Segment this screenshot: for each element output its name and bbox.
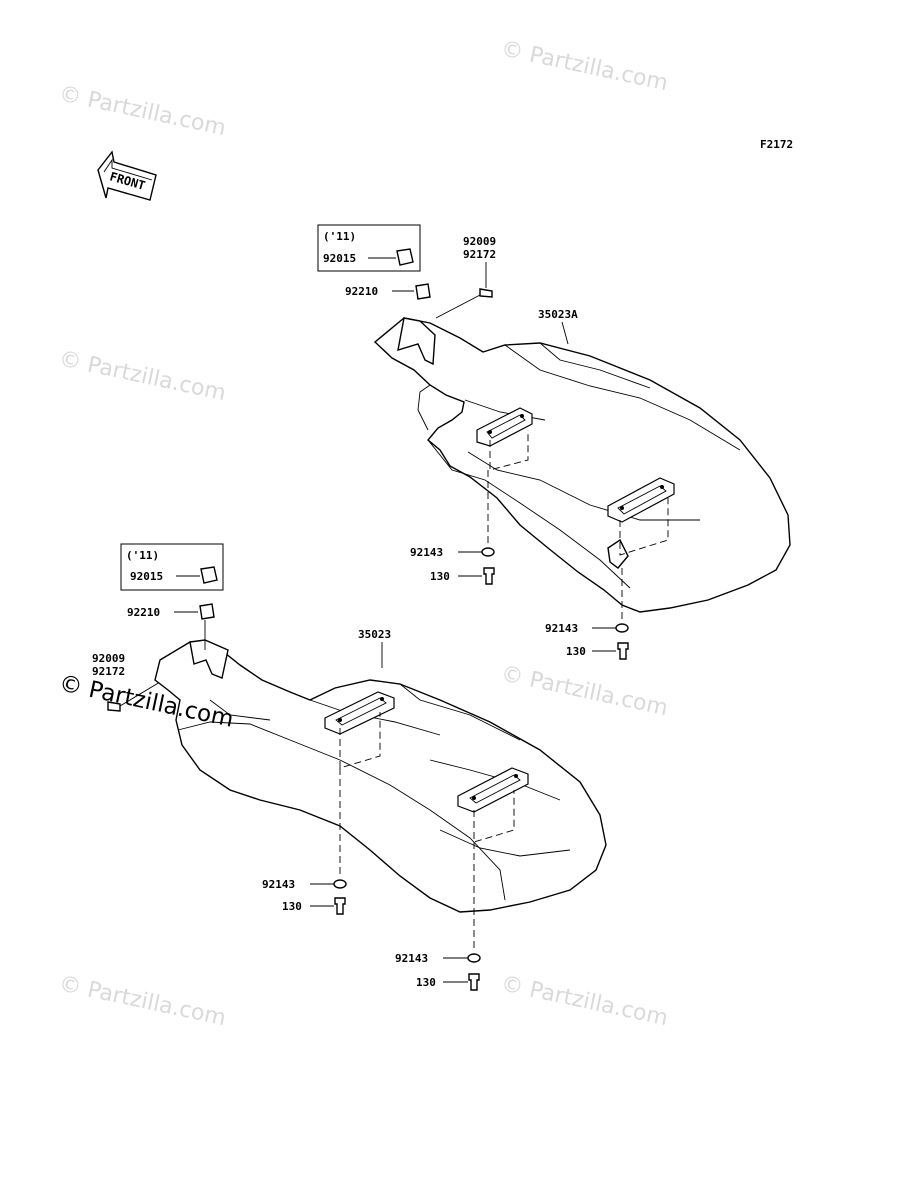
lower-washer-label-2: 92143 — [395, 952, 428, 965]
lower-year-box: ('11) 92015 — [120, 543, 224, 591]
upper-clip-label: 92210 — [345, 285, 378, 298]
lower-part-label: 35023 — [358, 628, 391, 641]
watermark-5: © Partzilla.com — [499, 661, 670, 721]
lower-year-label: ('11) — [126, 549, 159, 562]
lower-fender-body — [154, 641, 607, 913]
upper-bolt-label-1: 92009 — [463, 235, 496, 248]
lower-washer-label-1: 92143 — [262, 878, 295, 891]
upper-year-label: ('11) — [323, 230, 356, 243]
front-arrow-icon: FRONT — [97, 150, 157, 201]
upper-washer-label-2: 92143 — [545, 622, 578, 635]
upper-screw-label-2: 130 — [566, 645, 586, 658]
lower-fender-assembly: ('11) 92015 92210 92009 92172 — [92, 543, 607, 991]
upper-year-box: ('11) 92015 — [317, 224, 421, 272]
lower-year-part-label: 92015 — [130, 570, 163, 583]
lower-bolt-label-2: 92172 — [92, 665, 125, 678]
upper-bolt-label-2: 92172 — [463, 248, 496, 261]
upper-pad-rear — [607, 477, 675, 523]
upper-year-part-label: 92015 — [323, 252, 356, 265]
watermark-2: © Partzilla.com — [499, 36, 670, 96]
upper-fender-body — [373, 317, 791, 613]
upper-part-label: 35023A — [538, 308, 578, 321]
upper-pad-front — [476, 407, 533, 447]
upper-fender-assembly: ('11) 92015 92210 92009 92172 — [317, 224, 791, 660]
watermark-1: © Partzilla.com — [57, 81, 228, 141]
lower-screw-label-2: 130 — [416, 976, 436, 989]
upper-screw-label-1: 130 — [430, 570, 450, 583]
diagram-code: F2172 — [760, 138, 793, 151]
lower-clip-label: 92210 — [127, 606, 160, 619]
watermark-3: © Partzilla.com — [57, 346, 228, 406]
watermark-6: © Partzilla.com — [57, 971, 228, 1031]
lower-bolt-label-1: 92009 — [92, 652, 125, 665]
upper-washer-label-1: 92143 — [410, 546, 443, 559]
lower-pad-front — [324, 691, 395, 735]
watermark-7: © Partzilla.com — [499, 971, 670, 1031]
lower-screw-label-1: 130 — [282, 900, 302, 913]
lower-pad-rear — [457, 767, 529, 813]
